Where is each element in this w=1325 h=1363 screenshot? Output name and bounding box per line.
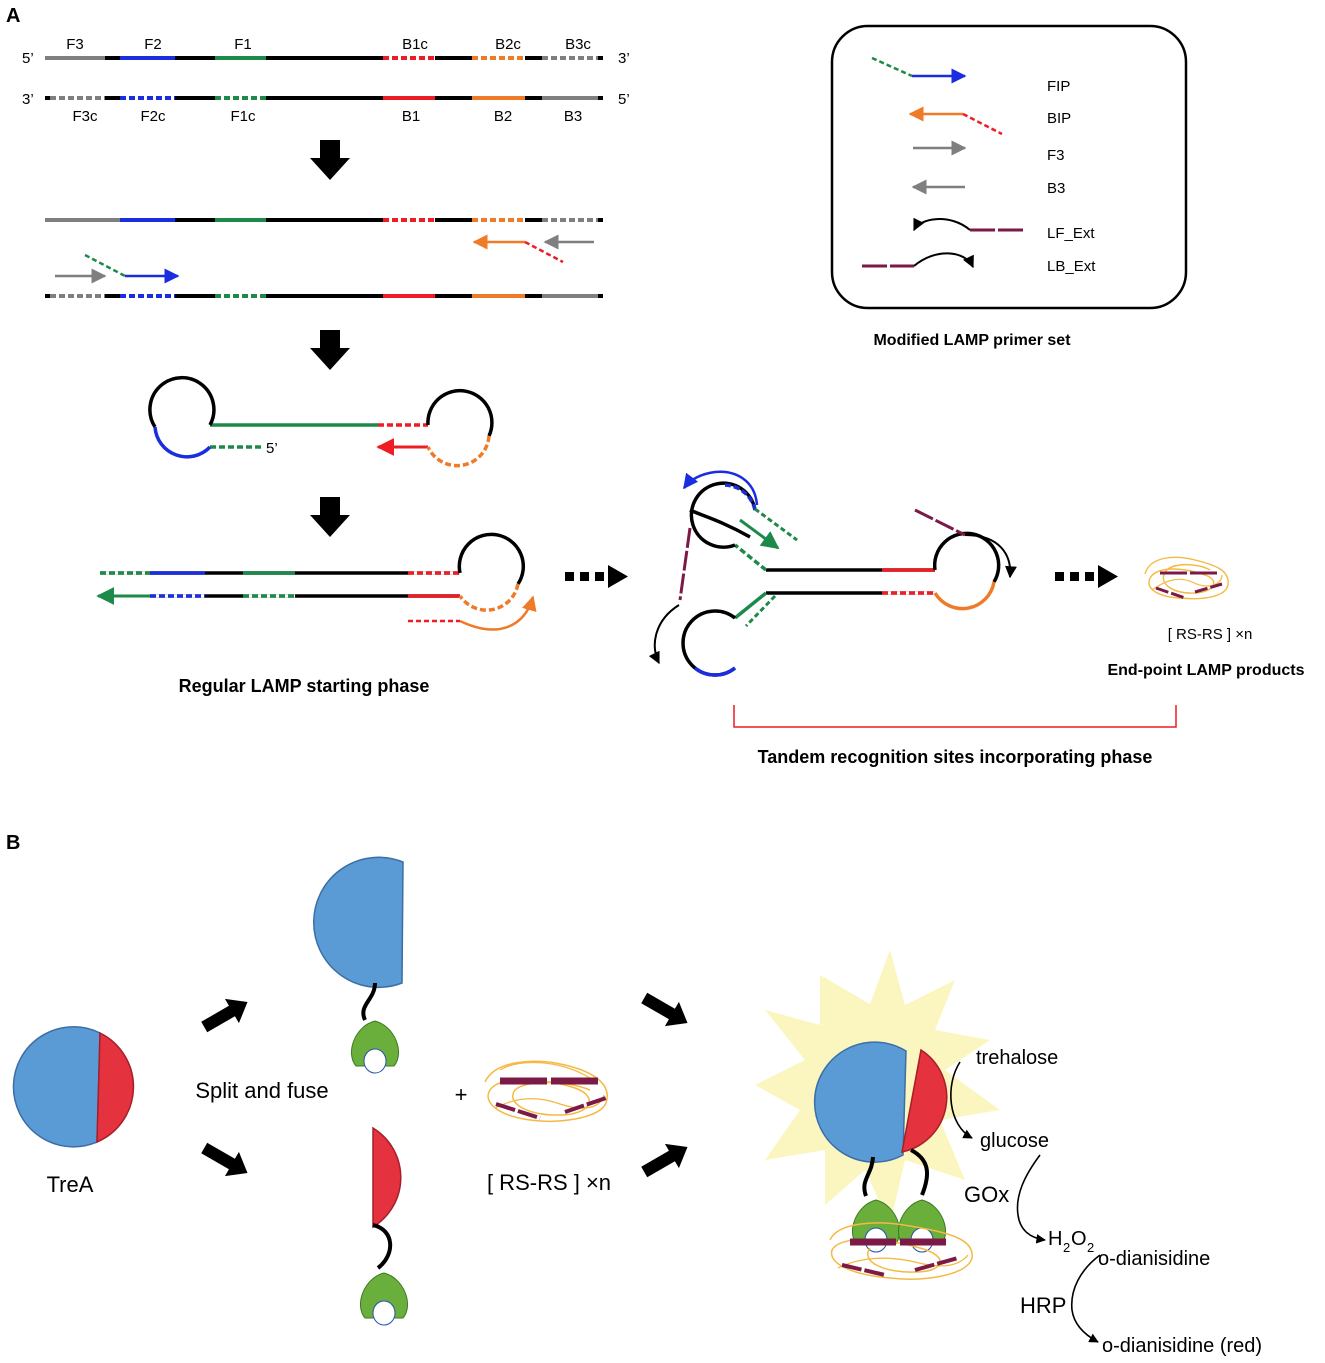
split-fuse-label: Split and fuse xyxy=(195,1078,328,1103)
arrow-split-top xyxy=(201,998,248,1033)
h2o2-sub2: 2 xyxy=(1087,1240,1094,1255)
product-caption: End-point LAMP products xyxy=(1107,662,1304,679)
legend-caption: Modified LAMP primer set xyxy=(873,332,1071,349)
down-arrow-2 xyxy=(310,330,350,370)
legend-fip: FIP xyxy=(1047,78,1070,95)
region-f1: F1 xyxy=(234,36,252,53)
dianisidine-label: o-dianisidine xyxy=(1098,1248,1210,1270)
lamp-start-structure xyxy=(96,532,537,631)
plus-sign: + xyxy=(455,1082,468,1107)
arrow-split-bottom xyxy=(201,1142,248,1177)
trea-n-fragment xyxy=(312,856,404,1074)
legend-lb-ext: LB_Ext xyxy=(1047,258,1096,275)
region-b3c: B3c xyxy=(565,36,591,53)
down-arrow-3 xyxy=(310,497,350,537)
b-product-label: [ RS-RS ] ×n xyxy=(487,1170,611,1195)
region-f3c: F3c xyxy=(72,108,98,125)
gox-label: GOx xyxy=(964,1182,1009,1207)
region-b1c: B1c xyxy=(402,36,428,53)
process-arrows-down xyxy=(310,140,350,537)
legend-bip: BIP xyxy=(1047,110,1071,127)
dianisidine-red-label: o-dianisidine (red) xyxy=(1102,1335,1262,1357)
h2o2-label: H 2 O 2 xyxy=(1048,1228,1094,1255)
legend-lf-ext: LF_Ext xyxy=(1047,225,1095,242)
hrp-label: HRP xyxy=(1020,1293,1066,1318)
legend-f3: F3 xyxy=(1047,147,1065,164)
region-f3: F3 xyxy=(66,36,84,53)
legend-b3: B3 xyxy=(1047,180,1065,197)
panel-b-arrows xyxy=(201,992,688,1178)
region-b3: B3 xyxy=(564,108,582,125)
dumbbell-structure: 5’ xyxy=(148,375,494,468)
region-f2c: F2c xyxy=(140,108,166,125)
primer-annealing xyxy=(45,218,603,298)
assembled-complex xyxy=(755,950,1000,1280)
trea-label: TreA xyxy=(47,1172,94,1197)
region-b1: B1 xyxy=(402,108,420,125)
trehalose-label: trehalose xyxy=(976,1047,1058,1069)
lamp-product-yarn xyxy=(1144,556,1229,600)
glucose-label: glucose xyxy=(980,1130,1049,1152)
region-b2c: B2c xyxy=(495,36,521,53)
h2o2-o: O xyxy=(1071,1228,1087,1250)
primer-legend: FIP BIP F3 B3 LF_Ext LB_Ext xyxy=(830,24,1188,310)
region-f2: F2 xyxy=(144,36,162,53)
phase-regular-label: Regular LAMP starting phase xyxy=(179,676,430,696)
arrow-merge-top xyxy=(641,992,688,1027)
tandem-phase-bracket xyxy=(733,705,1177,728)
dotted-arrow-2 xyxy=(1055,565,1118,588)
dotted-arrow-1 xyxy=(565,565,628,588)
product-rs-label: [ RS-RS ] ×n xyxy=(1168,626,1253,643)
trea-c-fragment xyxy=(360,1126,408,1326)
panel-b-label: B xyxy=(6,832,20,854)
h2o2-sub1: 2 xyxy=(1063,1240,1070,1255)
template-dsdna: 5’ 3’ 3’ 5’ F3 F2 F1 xyxy=(22,36,630,125)
product-yarn-b xyxy=(484,1060,608,1122)
phase-tandem-label: Tandem recognition sites incorporating p… xyxy=(758,747,1153,767)
strand-bottom-3prime: 3’ xyxy=(22,91,34,108)
region-f1c: F1c xyxy=(230,108,256,125)
legend-lb-glyph xyxy=(913,252,974,269)
arrow-merge-bottom xyxy=(641,1143,688,1178)
region-b2: B2 xyxy=(494,108,512,125)
strand-top-5prime: 5’ xyxy=(22,50,34,67)
legend-box xyxy=(830,24,1188,310)
reaction-cascade xyxy=(950,1061,1101,1343)
h2o2-h: H xyxy=(1048,1228,1062,1250)
tandem-structure xyxy=(648,470,1017,677)
strand-top-3prime: 3’ xyxy=(618,50,630,67)
panel-a-label: A xyxy=(6,5,20,27)
trea-enzyme xyxy=(12,1026,135,1148)
dumbbell-5prime: 5’ xyxy=(266,440,278,457)
legend-lf-glyph xyxy=(913,217,971,232)
down-arrow-1 xyxy=(310,140,350,180)
strand-bottom-5prime: 5’ xyxy=(618,91,630,108)
